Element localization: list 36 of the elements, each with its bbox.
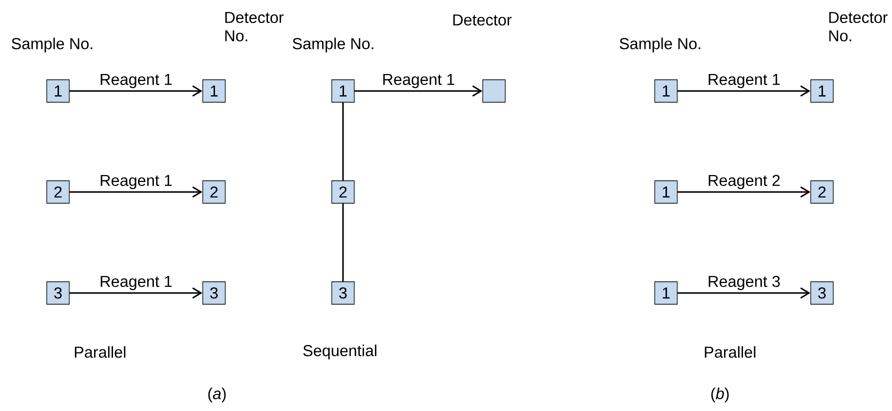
edge-label: Reagent 2 [706, 173, 782, 191]
edge-label: Reagent 1 [380, 72, 457, 90]
empty-box [482, 79, 506, 103]
number-box: 1 [331, 79, 355, 103]
connector-line [342, 204, 344, 282]
number-box: 1 [654, 79, 678, 103]
number-box: 3 [202, 281, 226, 305]
edge-label: Reagent 1 [706, 72, 782, 90]
number-box: 1 [202, 79, 226, 103]
number-box: 1 [810, 79, 834, 103]
edge-label: Reagent 1 [98, 72, 174, 90]
number-box: 2 [46, 180, 70, 204]
number-box: 3 [46, 281, 70, 305]
arrow [354, 85, 482, 97]
heading: Detector No. [225, 12, 284, 42]
arrow [70, 85, 202, 97]
arrow [678, 85, 810, 97]
number-box: 1 [654, 180, 678, 204]
edge-label: Reagent 1 [98, 274, 174, 292]
arrow [678, 287, 810, 299]
number-box: 1 [46, 79, 70, 103]
number-box: 1 [654, 281, 678, 305]
number-box: 3 [331, 281, 355, 305]
edge-label: Reagent 1 [98, 173, 174, 191]
number-box: 2 [331, 180, 355, 204]
caption: Parallel [704, 346, 756, 358]
panel-label: (b) [711, 388, 729, 402]
panel-label: (a) [208, 388, 226, 402]
edge-label: Reagent 3 [706, 274, 782, 292]
number-box: 2 [202, 180, 226, 204]
arrow [678, 186, 810, 198]
number-box: 3 [810, 281, 834, 305]
number-box: 2 [810, 180, 834, 204]
connector-line [342, 102, 344, 180]
arrow [70, 186, 202, 198]
arrow [70, 287, 202, 299]
